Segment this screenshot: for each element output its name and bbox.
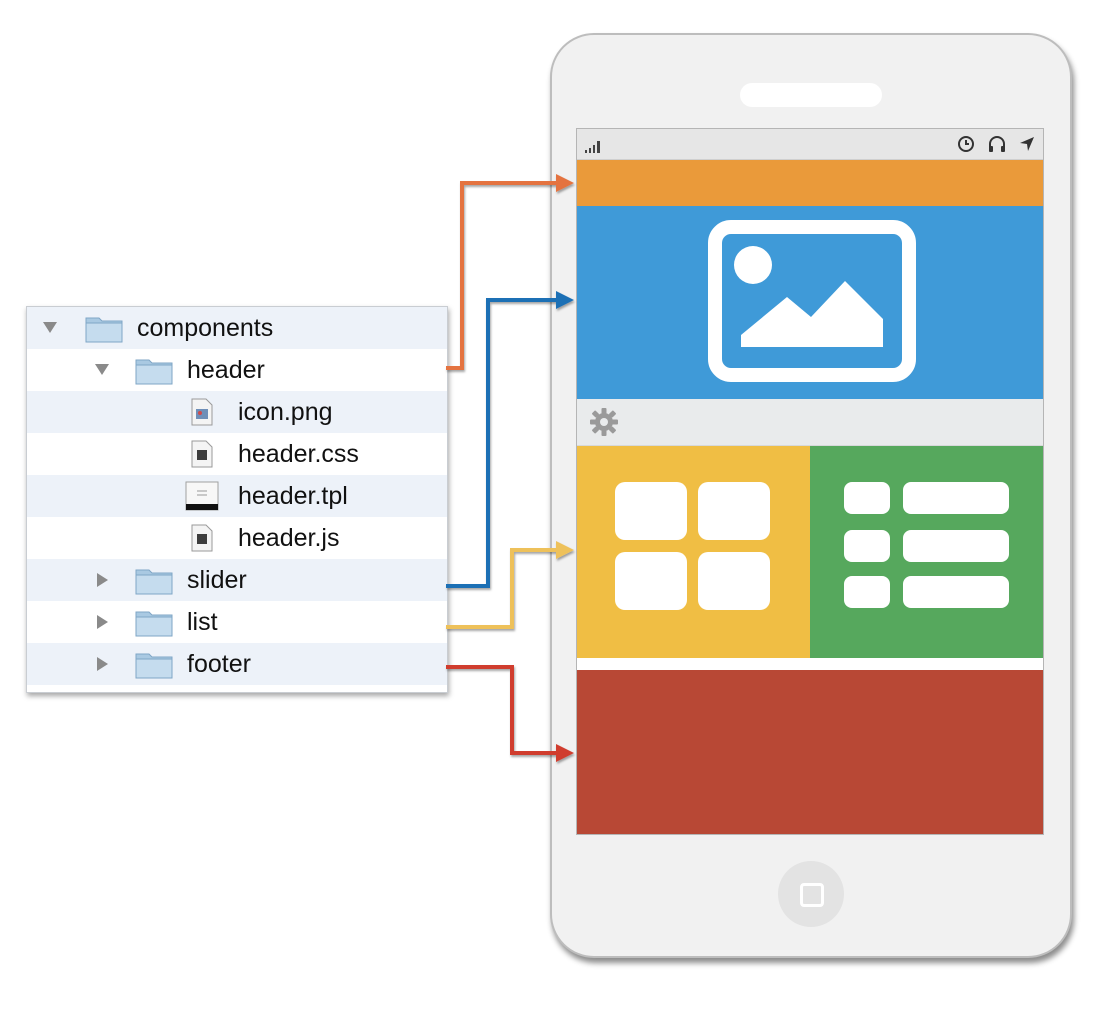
document-file-icon — [191, 524, 213, 552]
home-square — [800, 883, 824, 907]
arrow-head-slider — [556, 291, 574, 309]
folder-icon — [135, 565, 173, 595]
tree-label: header.css — [238, 440, 359, 468]
disclosure-triangle-icon[interactable] — [95, 364, 109, 375]
folder-icon — [135, 649, 173, 679]
signal-icon — [585, 141, 600, 153]
folder-icon — [85, 313, 123, 343]
tree-row-header-js[interactable]: header.js — [27, 517, 447, 559]
disclosure-triangle-icon[interactable] — [97, 657, 108, 671]
document-file-icon — [191, 440, 213, 468]
grid-tile[interactable] — [577, 446, 810, 658]
tree-label: footer — [187, 650, 251, 678]
list-bullet — [844, 482, 890, 514]
list-tile[interactable] — [810, 446, 1043, 658]
phone-screen — [576, 128, 1044, 835]
tree-label: components — [137, 314, 274, 342]
tree-label: header — [187, 356, 265, 384]
tree-label: icon.png — [238, 398, 333, 426]
list-line — [903, 576, 1009, 608]
grid-cell — [698, 482, 770, 540]
grid-cell — [615, 482, 687, 540]
list-bullet — [844, 576, 890, 608]
clock-icon — [958, 136, 974, 152]
headphones-icon — [989, 136, 1005, 152]
file-tree: components header icon.png header.css he… — [26, 306, 448, 693]
tree-label: header.js — [238, 524, 340, 552]
disclosure-triangle-icon[interactable] — [43, 322, 57, 333]
tree-row-footer[interactable]: footer — [27, 643, 447, 685]
status-bar — [577, 129, 1043, 160]
disclosure-triangle-icon[interactable] — [97, 573, 108, 587]
tree-row-header-css[interactable]: header.css — [27, 433, 447, 475]
arrow-list — [446, 548, 556, 629]
disclosure-triangle-icon[interactable] — [97, 615, 108, 629]
arrow-slider — [446, 298, 556, 588]
grid-cell — [698, 552, 770, 610]
folder-icon — [135, 607, 173, 637]
arrow-footer — [446, 665, 556, 755]
tree-label: list — [187, 608, 218, 636]
tree-row-icon-png[interactable]: icon.png — [27, 391, 447, 433]
speaker-slot — [740, 83, 882, 107]
tree-row-header[interactable]: header — [27, 349, 447, 391]
template-file-icon — [185, 481, 219, 511]
footer-area[interactable] — [577, 670, 1043, 834]
home-button-icon[interactable] — [778, 861, 844, 927]
arrow-head-header — [556, 174, 574, 192]
list-line — [903, 530, 1009, 562]
folder-icon — [135, 355, 173, 385]
tree-row-slider[interactable]: slider — [27, 559, 447, 601]
arrow-header — [446, 181, 556, 370]
toolbar — [577, 399, 1043, 446]
grid-cell — [615, 552, 687, 610]
tree-label: header.tpl — [238, 482, 348, 510]
slider-area[interactable] — [577, 206, 1043, 399]
header-bar[interactable] — [577, 160, 1043, 206]
list-line — [903, 482, 1009, 514]
arrow-head-list — [556, 541, 574, 559]
tree-row-header-tpl[interactable]: header.tpl — [27, 475, 447, 517]
tree-row-components[interactable]: components — [27, 307, 447, 349]
image-file-icon — [191, 398, 213, 426]
location-arrow-icon — [1020, 137, 1034, 151]
image-icon — [708, 220, 916, 382]
tree-row-list[interactable]: list — [27, 601, 447, 643]
arrow-head-footer — [556, 744, 574, 762]
list-bullet — [844, 530, 890, 562]
tree-label: slider — [187, 566, 247, 594]
gear-icon[interactable] — [589, 407, 619, 437]
